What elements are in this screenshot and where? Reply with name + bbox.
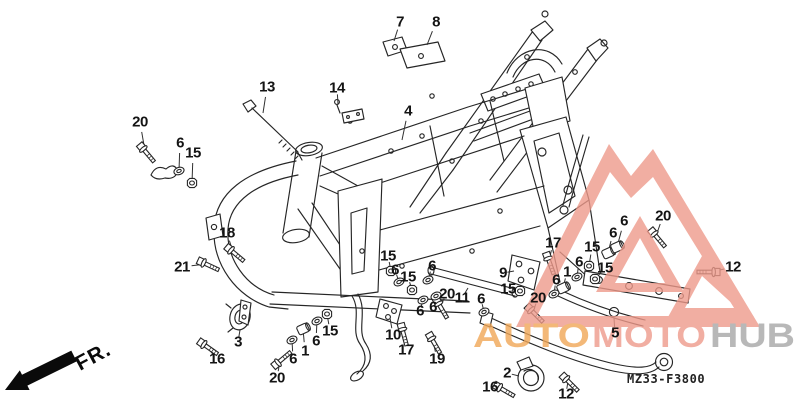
callout-20: 20 <box>530 289 546 307</box>
lower-bracket <box>238 299 252 326</box>
callout-6: 6 <box>428 257 436 275</box>
callout-15: 15 <box>380 247 396 265</box>
callout-6: 6 <box>312 332 320 350</box>
callout-2: 2 <box>503 364 511 382</box>
callout-21: 21 <box>174 258 190 276</box>
callout-13: 13 <box>259 78 275 96</box>
callout-3: 3 <box>234 333 242 351</box>
callout-6: 6 <box>289 350 297 368</box>
callout-17: 17 <box>398 341 414 359</box>
stay-14 <box>334 99 365 124</box>
callout-16: 16 <box>209 350 225 368</box>
callout-6: 6 <box>575 253 583 271</box>
callout-12: 12 <box>725 258 741 276</box>
callout-6: 6 <box>552 271 560 289</box>
long-bolt-13 <box>242 99 303 161</box>
callout-16: 16 <box>482 378 498 396</box>
callout-20: 20 <box>439 285 455 303</box>
callout-15: 15 <box>584 238 600 256</box>
callout-6: 6 <box>391 261 399 279</box>
callout-12: 12 <box>558 385 574 401</box>
callout-17: 17 <box>545 234 561 252</box>
callout-6: 6 <box>176 134 184 152</box>
callout-14: 14 <box>329 79 345 97</box>
callout-4: 4 <box>404 102 412 120</box>
callout-9: 9 <box>499 264 507 282</box>
callout-6: 6 <box>477 290 485 308</box>
callout-1: 1 <box>563 263 571 281</box>
callout-6: 6 <box>609 224 617 242</box>
callout-6: 6 <box>416 302 424 320</box>
diagram-part-code: MZ33-F3800 <box>627 372 706 386</box>
callout-19: 19 <box>429 350 445 368</box>
plate-8 <box>399 41 446 69</box>
callout-5: 5 <box>611 324 619 342</box>
callout-8: 8 <box>432 13 440 31</box>
callout-10: 10 <box>385 326 401 344</box>
callout-1: 1 <box>301 342 309 360</box>
callout-6: 6 <box>620 212 628 230</box>
callout-15: 15 <box>185 144 201 162</box>
front-stay-pipe <box>350 293 371 382</box>
callout-6: 6 <box>429 298 437 316</box>
callout-20: 20 <box>132 113 148 131</box>
horn-bracket-2 <box>516 356 545 392</box>
fr-arrow-icon <box>5 350 77 390</box>
cross-rod-11 <box>427 265 519 298</box>
callout-11: 11 <box>454 289 470 307</box>
callout-18: 18 <box>219 224 235 242</box>
callout-20: 20 <box>269 369 285 387</box>
callout-15: 15 <box>500 280 516 298</box>
callout-15: 15 <box>597 259 613 277</box>
callout-20: 20 <box>655 207 671 225</box>
callout-7: 7 <box>396 13 404 31</box>
bracket-10 <box>375 298 403 325</box>
callout-15: 15 <box>322 322 338 340</box>
callout-15: 15 <box>400 268 416 286</box>
